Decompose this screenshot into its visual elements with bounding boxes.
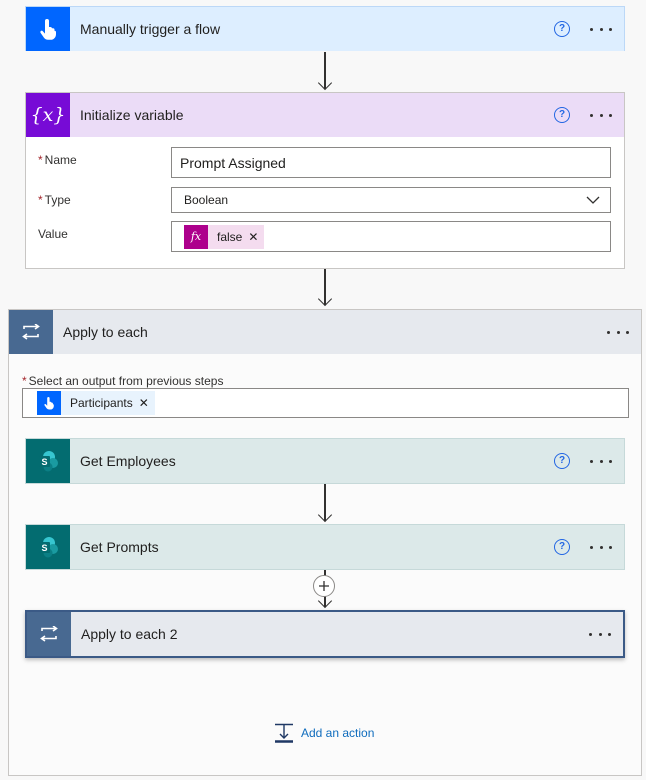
insert-step-button[interactable]: [313, 575, 335, 597]
fx-icon: fx: [184, 224, 208, 249]
expression-token-label: false: [217, 229, 243, 244]
apply-to-each-2-header[interactable]: Apply to each 2: [27, 612, 623, 656]
more-options-icon[interactable]: [607, 324, 629, 340]
type-dropdown-value: Boolean: [184, 193, 229, 207]
get-employees-card[interactable]: S Get Employees ?: [25, 438, 625, 484]
help-icon[interactable]: ?: [554, 21, 570, 37]
required-marker: *: [38, 153, 43, 167]
trigger-title[interactable]: Manually trigger a flow: [80, 21, 221, 37]
sharepoint-icon: S: [26, 439, 70, 483]
more-options-icon[interactable]: [590, 107, 612, 123]
manual-trigger-icon: [26, 7, 70, 51]
sharepoint-icon: S: [26, 525, 70, 569]
connector-arrow: [324, 52, 326, 89]
more-options-icon[interactable]: [589, 626, 611, 642]
apply-to-each-2-title[interactable]: Apply to each 2: [81, 626, 178, 642]
name-input-value: Prompt Assigned: [180, 154, 286, 171]
help-icon[interactable]: ?: [554, 453, 570, 469]
apply-to-each-title[interactable]: Apply to each: [63, 324, 148, 340]
loop-icon: [9, 310, 53, 354]
initialize-variable-card[interactable]: {x} Initialize variable ? *Name Prompt A…: [25, 92, 625, 269]
svg-text:S: S: [41, 543, 47, 553]
value-label: Value: [38, 227, 68, 241]
arrow-head: [317, 75, 333, 91]
get-prompts-card[interactable]: S Get Prompts ?: [25, 524, 625, 570]
trigger-header[interactable]: Manually trigger a flow ?: [26, 7, 624, 51]
get-prompts-header[interactable]: S Get Prompts ?: [26, 525, 624, 569]
apply-to-each-header[interactable]: Apply to each: [9, 310, 641, 354]
chevron-down-icon[interactable]: [586, 196, 600, 204]
select-output-label: *Select an output from previous steps: [22, 374, 224, 388]
get-employees-header[interactable]: S Get Employees ?: [26, 439, 624, 483]
select-output-input[interactable]: Participants ✕: [22, 388, 629, 418]
participants-token[interactable]: Participants ✕: [37, 391, 155, 415]
participants-token-label: Participants: [70, 396, 133, 410]
add-action-icon: [275, 723, 293, 743]
type-label: *Type: [38, 193, 71, 207]
plus-icon: [319, 581, 329, 591]
get-employees-title[interactable]: Get Employees: [80, 453, 176, 469]
connector-arrow: [324, 484, 326, 521]
expression-token[interactable]: fx false ✕: [184, 224, 265, 249]
initialize-variable-title[interactable]: Initialize variable: [80, 107, 184, 123]
arrow-head: [317, 291, 333, 307]
type-dropdown[interactable]: Boolean: [171, 187, 611, 213]
more-options-icon[interactable]: [590, 21, 612, 37]
name-input[interactable]: Prompt Assigned: [171, 147, 611, 178]
add-action-label: Add an action: [301, 726, 375, 740]
connector-arrow: [324, 269, 326, 305]
add-action-button[interactable]: Add an action: [273, 722, 374, 744]
help-icon[interactable]: ?: [554, 107, 570, 123]
svg-text:S: S: [41, 457, 47, 467]
manual-trigger-icon: [37, 391, 61, 415]
required-marker: *: [22, 374, 27, 388]
get-prompts-title[interactable]: Get Prompts: [80, 539, 159, 555]
initialize-variable-header[interactable]: {x} Initialize variable ?: [26, 93, 624, 137]
remove-token-icon[interactable]: ✕: [138, 396, 149, 410]
value-input[interactable]: fx false ✕: [171, 221, 611, 252]
apply-to-each-2-card[interactable]: Apply to each 2: [25, 610, 625, 658]
required-marker: *: [38, 193, 43, 207]
remove-token-icon[interactable]: ✕: [248, 229, 259, 244]
help-icon[interactable]: ?: [554, 539, 570, 555]
more-options-icon[interactable]: [590, 453, 612, 469]
more-options-icon[interactable]: [590, 539, 612, 555]
variable-icon: {x}: [26, 93, 70, 137]
name-label: *Name: [38, 153, 77, 167]
trigger-card[interactable]: Manually trigger a flow ?: [25, 6, 625, 51]
loop-icon: [27, 612, 71, 656]
